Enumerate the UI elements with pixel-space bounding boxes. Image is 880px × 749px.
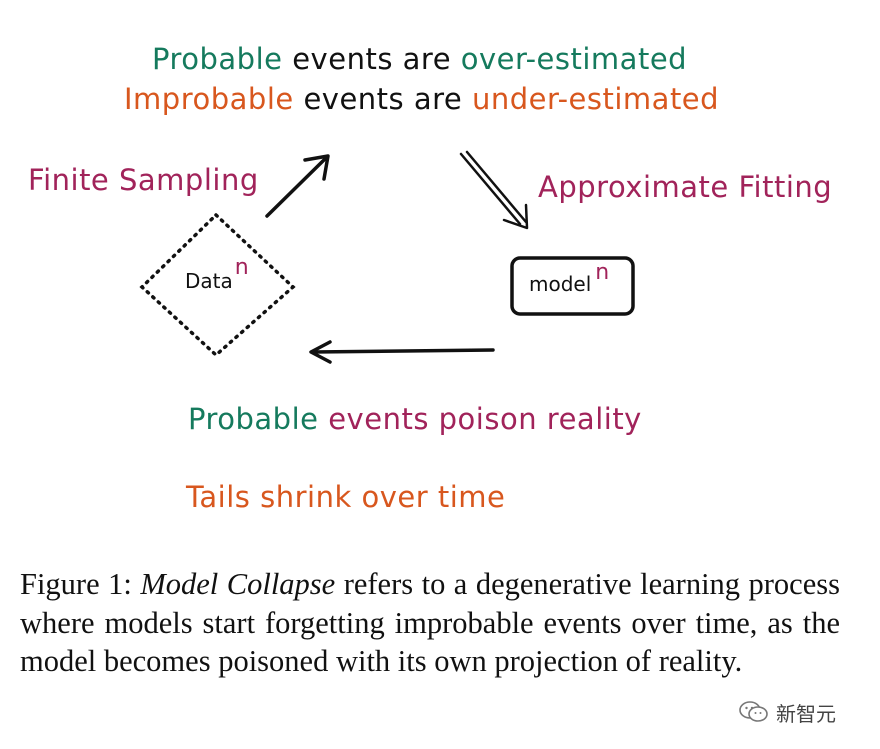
headline-line2: Improbable events are under-estimated <box>124 82 719 116</box>
data-node-label: Datan <box>185 255 249 294</box>
bottom-line1: Probable events poison reality <box>188 402 642 436</box>
headline-under-estimated: under-estimated <box>472 82 720 116</box>
arrow-sampling <box>265 154 330 218</box>
headline-over-estimated: over-estimated <box>460 42 688 76</box>
arrow-poison <box>309 340 495 364</box>
watermark: 新智元 <box>738 697 836 727</box>
caption-rest: refers to a degenerative learning proces… <box>20 567 840 678</box>
headline-improbable: Improbable <box>124 82 294 116</box>
data-node-text: Data <box>185 269 233 293</box>
wechat-icon <box>739 701 768 722</box>
headline-events-are-1: events are <box>292 42 452 76</box>
data-node-diamond <box>139 212 296 358</box>
figure-caption: Figure 1: Model Collapse refers to a deg… <box>20 565 840 681</box>
arrow-fitting <box>459 150 529 230</box>
watermark-text: 新智元 <box>776 701 836 726</box>
approximate-fitting-label: Approximate Fitting <box>538 170 833 204</box>
bottom-events-poison-reality: events poison reality <box>328 402 642 436</box>
caption-prefix: Figure 1: <box>20 567 141 601</box>
headline-line1: Probable events are over-estimated <box>152 42 687 76</box>
data-node-superscript: n <box>234 255 249 280</box>
finite-sampling-label: Finite Sampling <box>28 163 259 197</box>
model-node-text: model <box>529 272 592 296</box>
headline-probable: Probable <box>152 42 283 76</box>
bottom-line2: Tails shrink over time <box>186 480 506 514</box>
caption-italic: Model Collapse <box>140 567 336 601</box>
headline-events-are-2: events are <box>303 82 463 116</box>
model-node-superscript: n <box>595 260 610 285</box>
model-node-box <box>510 256 635 316</box>
collapse-cycle-diagram <box>139 150 635 364</box>
bottom-probable: Probable <box>188 402 319 436</box>
